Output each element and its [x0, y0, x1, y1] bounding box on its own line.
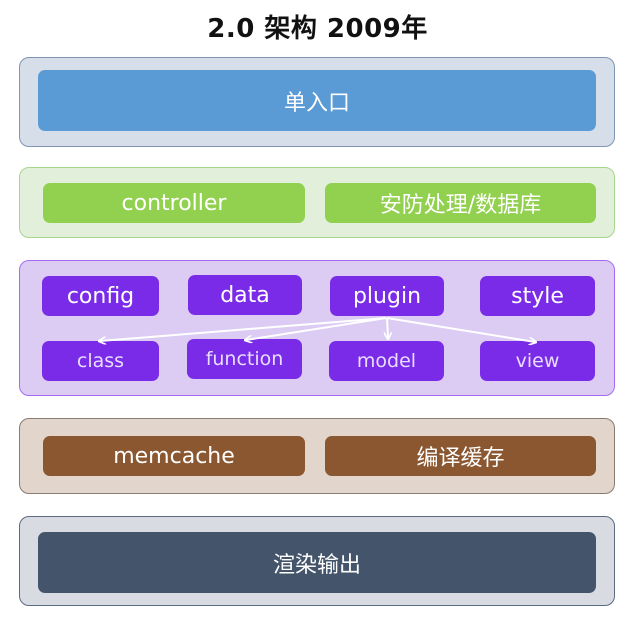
controller-block: controller	[43, 183, 305, 223]
render-block: 渲染输出	[38, 532, 596, 593]
data-block: data	[188, 275, 302, 315]
entry-block: 单入口	[38, 70, 596, 131]
function-block: function	[187, 339, 302, 379]
diagram-title: 2.0 架构 2009年	[207, 14, 428, 44]
view-block: view	[480, 341, 595, 381]
memcache-block: memcache	[43, 436, 305, 476]
model-block: model	[329, 341, 444, 381]
style-block: style	[480, 276, 595, 316]
class-block: class	[42, 341, 159, 381]
config-block: config	[42, 276, 159, 316]
security-db-block: 安防处理/数据库	[325, 183, 596, 223]
plugin-block: plugin	[330, 276, 444, 316]
compile-cache-block: 编译缓存	[325, 436, 596, 476]
